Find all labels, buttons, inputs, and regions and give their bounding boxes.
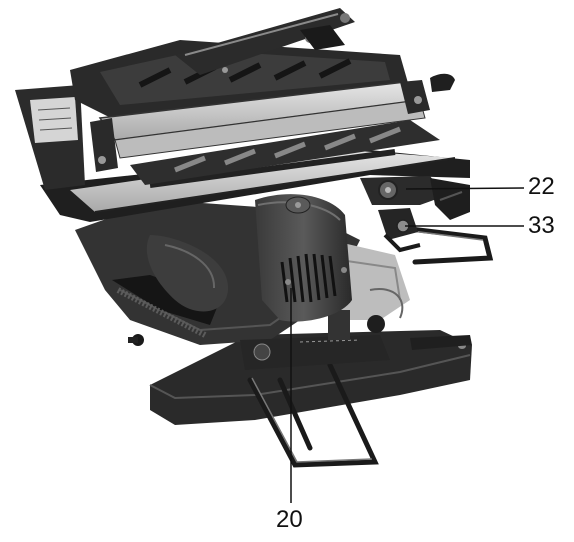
callout-22: 22 xyxy=(528,173,555,200)
table-top xyxy=(15,85,470,222)
bevel-plate xyxy=(240,310,390,370)
side-clamp xyxy=(360,176,470,220)
vent-grille xyxy=(280,253,337,303)
rip-fence xyxy=(90,67,440,185)
callout-20: 20 xyxy=(276,506,303,533)
motor-housing xyxy=(255,194,352,322)
locking-knob xyxy=(378,208,421,253)
leader-22 xyxy=(405,187,525,190)
upper-table xyxy=(70,8,455,120)
callout-33: 33 xyxy=(528,212,555,239)
base-frame xyxy=(149,330,472,425)
leader-lines xyxy=(290,187,525,503)
support-rods xyxy=(247,225,494,468)
